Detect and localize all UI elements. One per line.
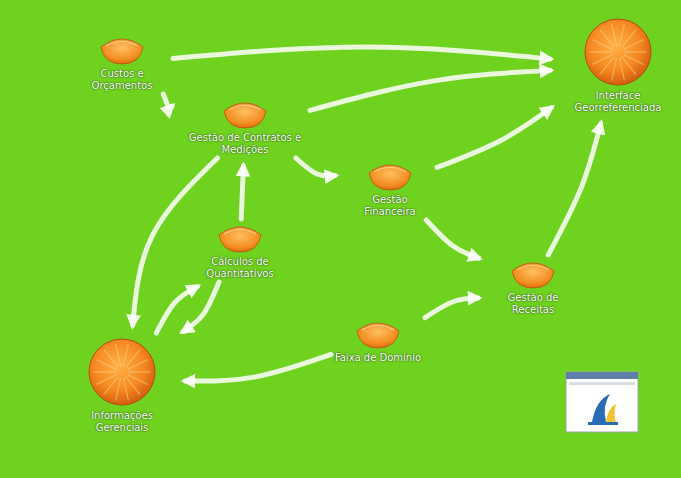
flow-arrow — [296, 158, 335, 176]
flow-arrow — [163, 94, 172, 107]
flow-arrow — [185, 354, 331, 381]
node-label: Cálculos de Quantitativos — [188, 256, 292, 279]
slice-icon — [216, 222, 264, 254]
node-label: Gestão Financeira — [346, 194, 434, 217]
flow-arrow — [241, 166, 243, 219]
node-label: Custos e Orçamentos — [74, 68, 170, 91]
slice-icon — [98, 34, 146, 66]
flow-arrow — [183, 282, 219, 332]
flow-arrow — [173, 47, 550, 59]
node-label: Faixa de Domínio — [335, 352, 421, 364]
slice-icon — [366, 160, 414, 192]
node-label: Gestão de Receitas — [489, 292, 577, 315]
flow-arrow — [426, 220, 479, 258]
screenshot-thumbnail — [566, 372, 638, 432]
node-label: Gestão de Contratos e Medições — [183, 132, 307, 155]
slice-icon — [354, 318, 402, 350]
node-label: Interface Georreferenciada — [561, 90, 675, 113]
orange-node: Interface Georreferenciada — [561, 16, 675, 113]
slice-icon — [221, 98, 269, 130]
flow-arrow — [425, 298, 478, 318]
flow-arrow — [548, 124, 601, 255]
slice-icon — [509, 258, 557, 290]
orange-slice-node: Gestão de Receitas — [489, 258, 577, 315]
node-label: Informações Gerenciais — [70, 410, 174, 433]
orange-slice-node: Faixa de Domínio — [334, 318, 422, 364]
orange-slice-node: Custos e Orçamentos — [74, 34, 170, 91]
orange-slice-node: Gestão de Contratos e Medições — [183, 98, 307, 155]
orange-icon — [86, 336, 158, 408]
orange-slice-node: Gestão Financeira — [346, 160, 434, 217]
orange-icon — [582, 16, 654, 88]
flow-arrow — [310, 70, 550, 110]
orange-node: Informações Gerenciais — [70, 336, 174, 433]
flow-arrow — [437, 108, 551, 168]
orange-slice-node: Cálculos de Quantitativos — [188, 222, 292, 279]
